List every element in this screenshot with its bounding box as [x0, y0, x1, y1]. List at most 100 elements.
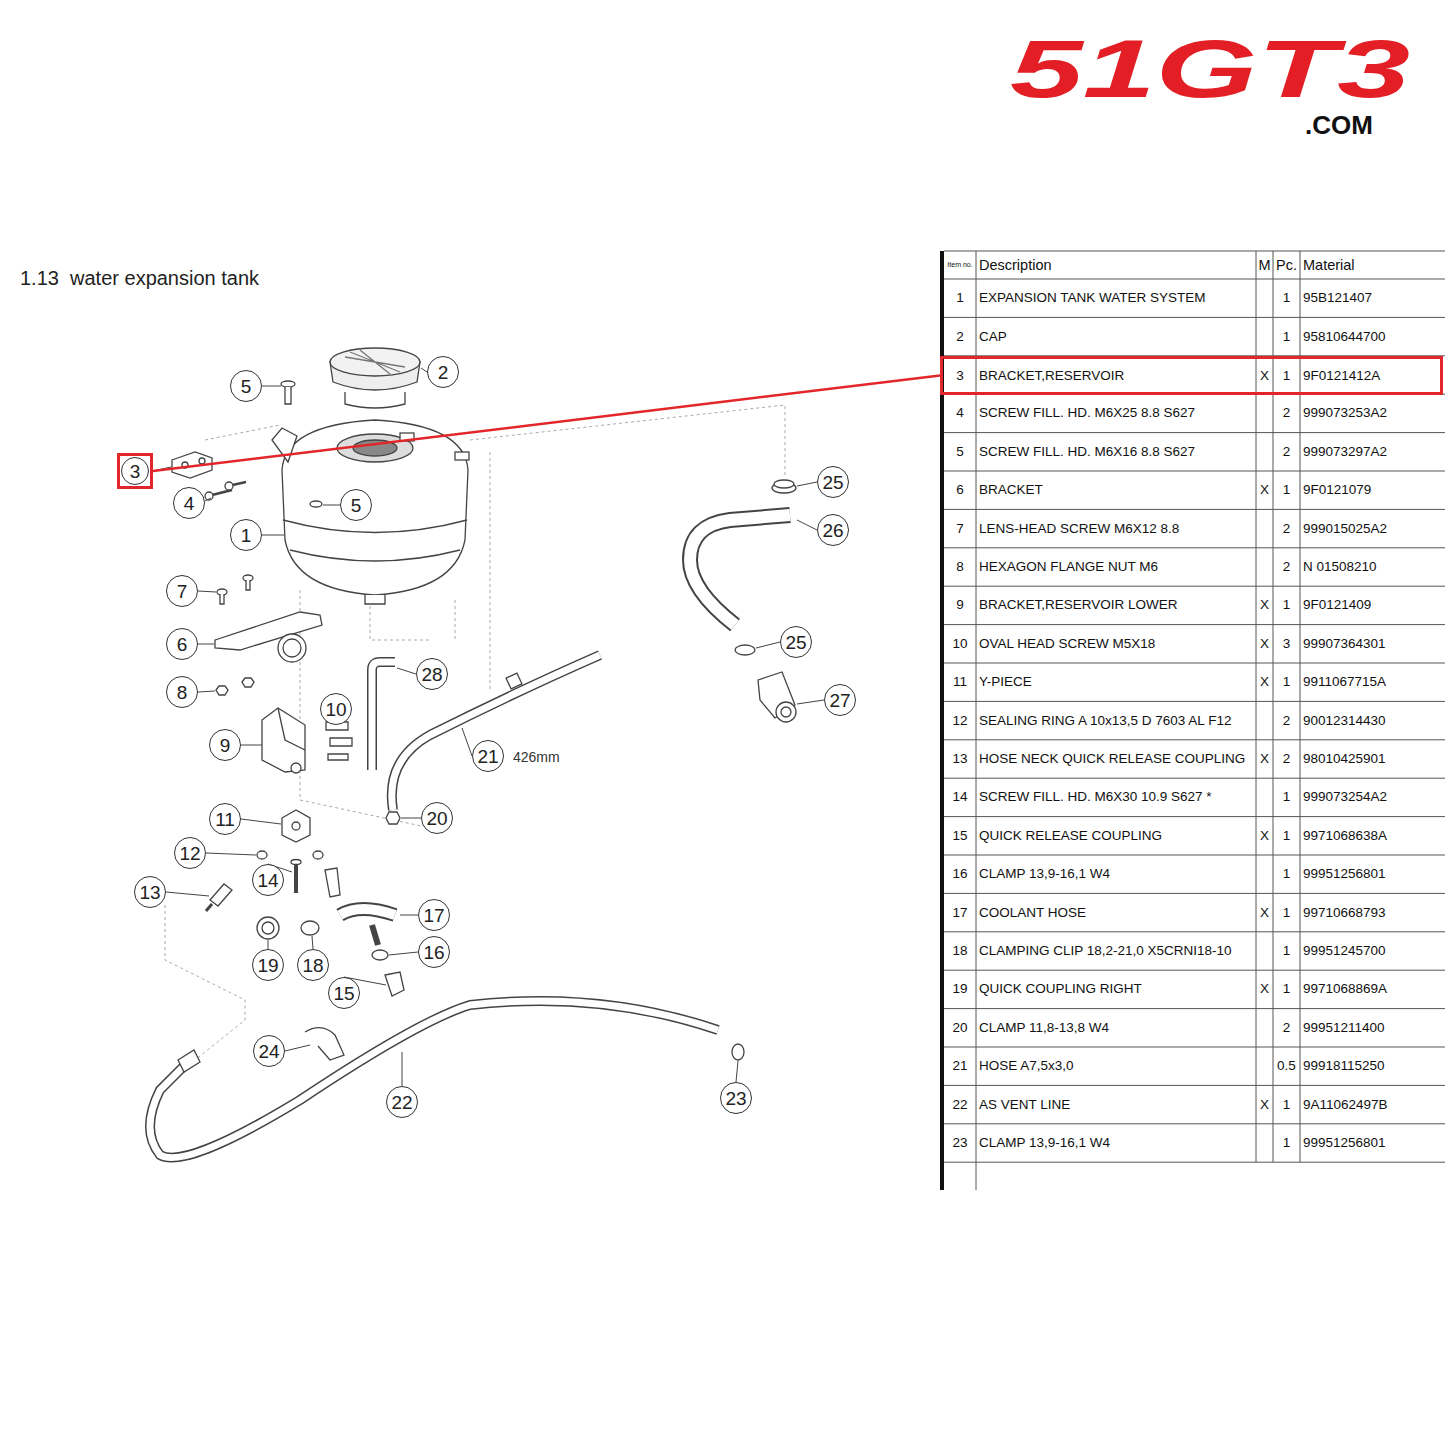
- table-cell: 19: [952, 980, 967, 998]
- table-cell: 2: [1283, 520, 1291, 538]
- callout-circle: 20: [421, 802, 453, 834]
- table-cell: SEALING RING A 10x13,5 D 7603 AL F12: [979, 712, 1231, 730]
- callout-number: 5: [351, 496, 362, 515]
- callout-number: 27: [829, 691, 850, 710]
- callout-circle: 5: [340, 489, 372, 521]
- table-cell: BRACKET,RESERVOIR LOWER: [979, 596, 1178, 614]
- callout-number: 1: [241, 526, 252, 545]
- logo-suffix: .COM: [1305, 112, 1373, 138]
- callout-number: 25: [785, 633, 806, 652]
- table-cell: BRACKET: [979, 481, 1043, 499]
- callout-number: 7: [177, 582, 188, 601]
- table-cell: 22: [952, 1096, 967, 1114]
- table-cell: QUICK COUPLING RIGHT: [979, 980, 1142, 998]
- table-header: M: [1258, 256, 1270, 274]
- table-cell: 1: [1283, 942, 1291, 960]
- table-cell: Y-PIECE: [979, 673, 1032, 691]
- table-cell: 2: [1283, 443, 1291, 461]
- table-cell: 14: [952, 788, 967, 806]
- callout-number: 20: [426, 809, 447, 828]
- table-cell: 9F0121079: [1303, 481, 1371, 499]
- table-cell: X: [1260, 980, 1269, 998]
- table-cell: X: [1260, 481, 1269, 499]
- table-cell: X: [1260, 827, 1269, 845]
- table-cell: 2: [1283, 712, 1291, 730]
- table-cell: 999073254A2: [1303, 788, 1387, 806]
- table-cell: CLAMP 13,9-16,1 W4: [979, 1134, 1110, 1152]
- table-cell: 1: [1283, 367, 1291, 385]
- callout-number: 25: [822, 473, 843, 492]
- callout-circle: 8: [166, 676, 198, 708]
- callout-number: 17: [423, 906, 444, 925]
- callout-circle: 28: [416, 658, 448, 690]
- table-cell: X: [1260, 1096, 1269, 1114]
- table-cell: 18: [952, 942, 967, 960]
- dimension-label: 426mm: [513, 748, 560, 766]
- table-cell: 3: [956, 367, 964, 385]
- section-title: 1.13 water expansion tank: [20, 266, 259, 290]
- table-cell: 10: [952, 635, 967, 653]
- table-cell: HOSE NECK QUICK RELEASE COUPLING: [979, 750, 1245, 768]
- table-cell: X: [1260, 673, 1269, 691]
- callout-circle: 2: [427, 356, 459, 388]
- table-cell: QUICK RELEASE COUPLING: [979, 827, 1162, 845]
- callout-circle: 9: [209, 729, 241, 761]
- table-cell: 1: [1283, 481, 1291, 499]
- callout-number: 5: [241, 377, 252, 396]
- table-cell: 1: [1283, 328, 1291, 346]
- callout-circle: 7: [166, 575, 198, 607]
- table-cell: 999073253A2: [1303, 404, 1387, 422]
- table-cell: 1: [1283, 980, 1291, 998]
- table-cell: SCREW FILL. HD. M6X16 8.8 S627: [979, 443, 1195, 461]
- table-cell: HOSE A7,5x3,0: [979, 1057, 1074, 1075]
- table-cell: X: [1260, 367, 1269, 385]
- table-cell: X: [1260, 750, 1269, 768]
- callout-circle: 10: [320, 693, 352, 725]
- table-cell: 9A11062497B: [1303, 1096, 1388, 1114]
- table-cell: 99918115250: [1303, 1057, 1385, 1075]
- table-cell: 1: [956, 289, 964, 307]
- callout-circle: 18: [297, 949, 329, 981]
- callout-circle: 12: [174, 837, 206, 869]
- table-cell: 2: [1283, 558, 1291, 576]
- table-cell: 1: [1283, 827, 1291, 845]
- callout-circle: 5: [230, 370, 262, 402]
- table-cell: 1: [1283, 289, 1291, 307]
- table-cell: 5: [956, 443, 964, 461]
- highlight-box: 3: [117, 453, 153, 489]
- table-cell: CLAMP 13,9-16,1 W4: [979, 865, 1110, 883]
- table-cell: X: [1260, 904, 1269, 922]
- table-cell: 99951256801: [1303, 865, 1386, 883]
- callout-number: 10: [325, 700, 346, 719]
- callout-circle: 15: [328, 977, 360, 1009]
- table-cell: 2: [1283, 750, 1291, 768]
- table-cell: CLAMPING CLIP 18,2-21,0 X5CRNI18-10: [979, 942, 1232, 960]
- callout-number: 12: [179, 844, 200, 863]
- table-cell: 99951211400: [1303, 1019, 1385, 1037]
- callout-circle: 4: [173, 487, 205, 519]
- callout-circle: 21: [472, 740, 504, 772]
- callout-number: 3: [130, 462, 141, 481]
- callout-number: 21: [477, 747, 498, 766]
- table-cell: HEXAGON FLANGE NUT M6: [979, 558, 1158, 576]
- callout-number: 22: [391, 1093, 412, 1112]
- callout-circle: 24: [253, 1035, 285, 1067]
- table-cell: EXPANSION TANK WATER SYSTEM: [979, 289, 1206, 307]
- table-cell: N 01508210: [1303, 558, 1377, 576]
- callout-circle: 3: [121, 457, 149, 485]
- table-cell: 9971068869A: [1303, 980, 1387, 998]
- table-cell: 1: [1283, 865, 1291, 883]
- table-cell: 4: [956, 404, 964, 422]
- table-header: Description: [979, 256, 1052, 274]
- callout-circle: 25: [817, 466, 849, 498]
- table-cell: 99951256801: [1303, 1134, 1386, 1152]
- table-cell: 6: [956, 481, 964, 499]
- callout-circle: 1: [230, 519, 262, 551]
- callout-number: 9: [220, 736, 231, 755]
- table-cell: 9F0121409: [1303, 596, 1371, 614]
- callout-circle: 27: [824, 684, 856, 716]
- table-cell: 999073297A2: [1303, 443, 1387, 461]
- table-cell: 95810644700: [1303, 328, 1386, 346]
- callout-circle: 17: [418, 899, 450, 931]
- table-cell: LENS-HEAD SCREW M6X12 8.8: [979, 520, 1179, 538]
